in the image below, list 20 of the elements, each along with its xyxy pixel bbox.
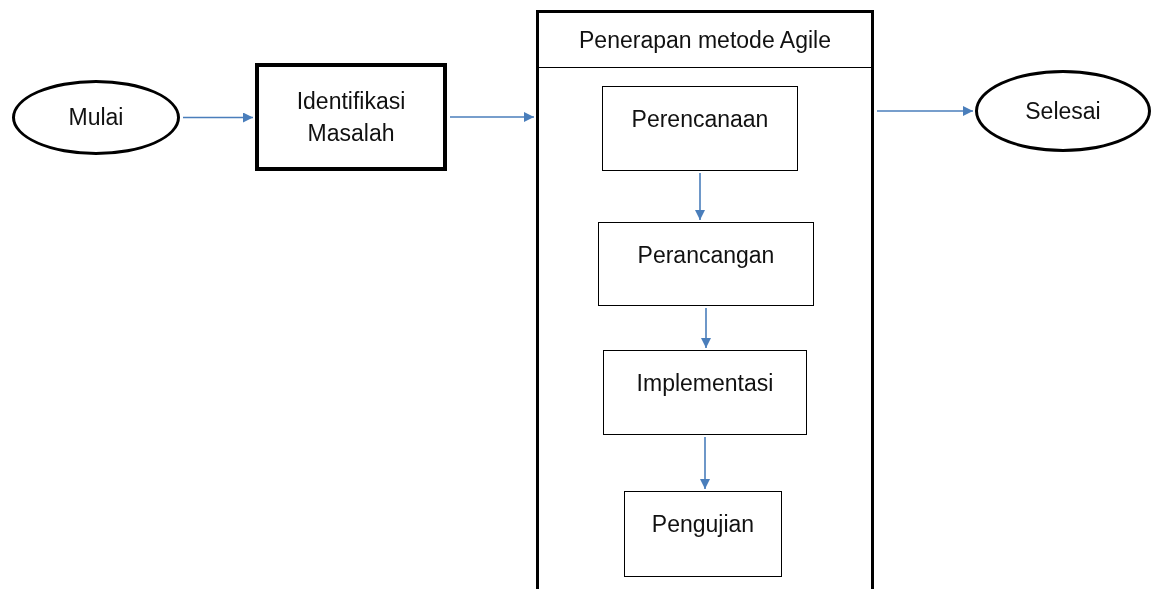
node-label: Selesai [1025, 96, 1101, 126]
node-label: Perencanaan [631, 105, 769, 134]
node-label: Implementasi [636, 369, 774, 398]
group-heading: Penerapan metode Agile [579, 25, 831, 55]
process-box [603, 350, 807, 435]
arrow [695, 172, 705, 221]
process-box [602, 86, 798, 171]
arrow [700, 436, 710, 490]
arrow [701, 307, 711, 349]
node-label: Perancangan [637, 241, 775, 270]
process-box [598, 222, 814, 306]
node-label: Identifikasi Masalah [295, 86, 407, 148]
arrow [876, 106, 974, 116]
arrow [449, 112, 535, 122]
node-label: Pengujian [651, 510, 755, 539]
group-container [536, 10, 874, 589]
node-label: Mulai [68, 103, 124, 133]
arrow [182, 112, 254, 123]
process-box [255, 63, 447, 171]
process-box [624, 491, 782, 577]
